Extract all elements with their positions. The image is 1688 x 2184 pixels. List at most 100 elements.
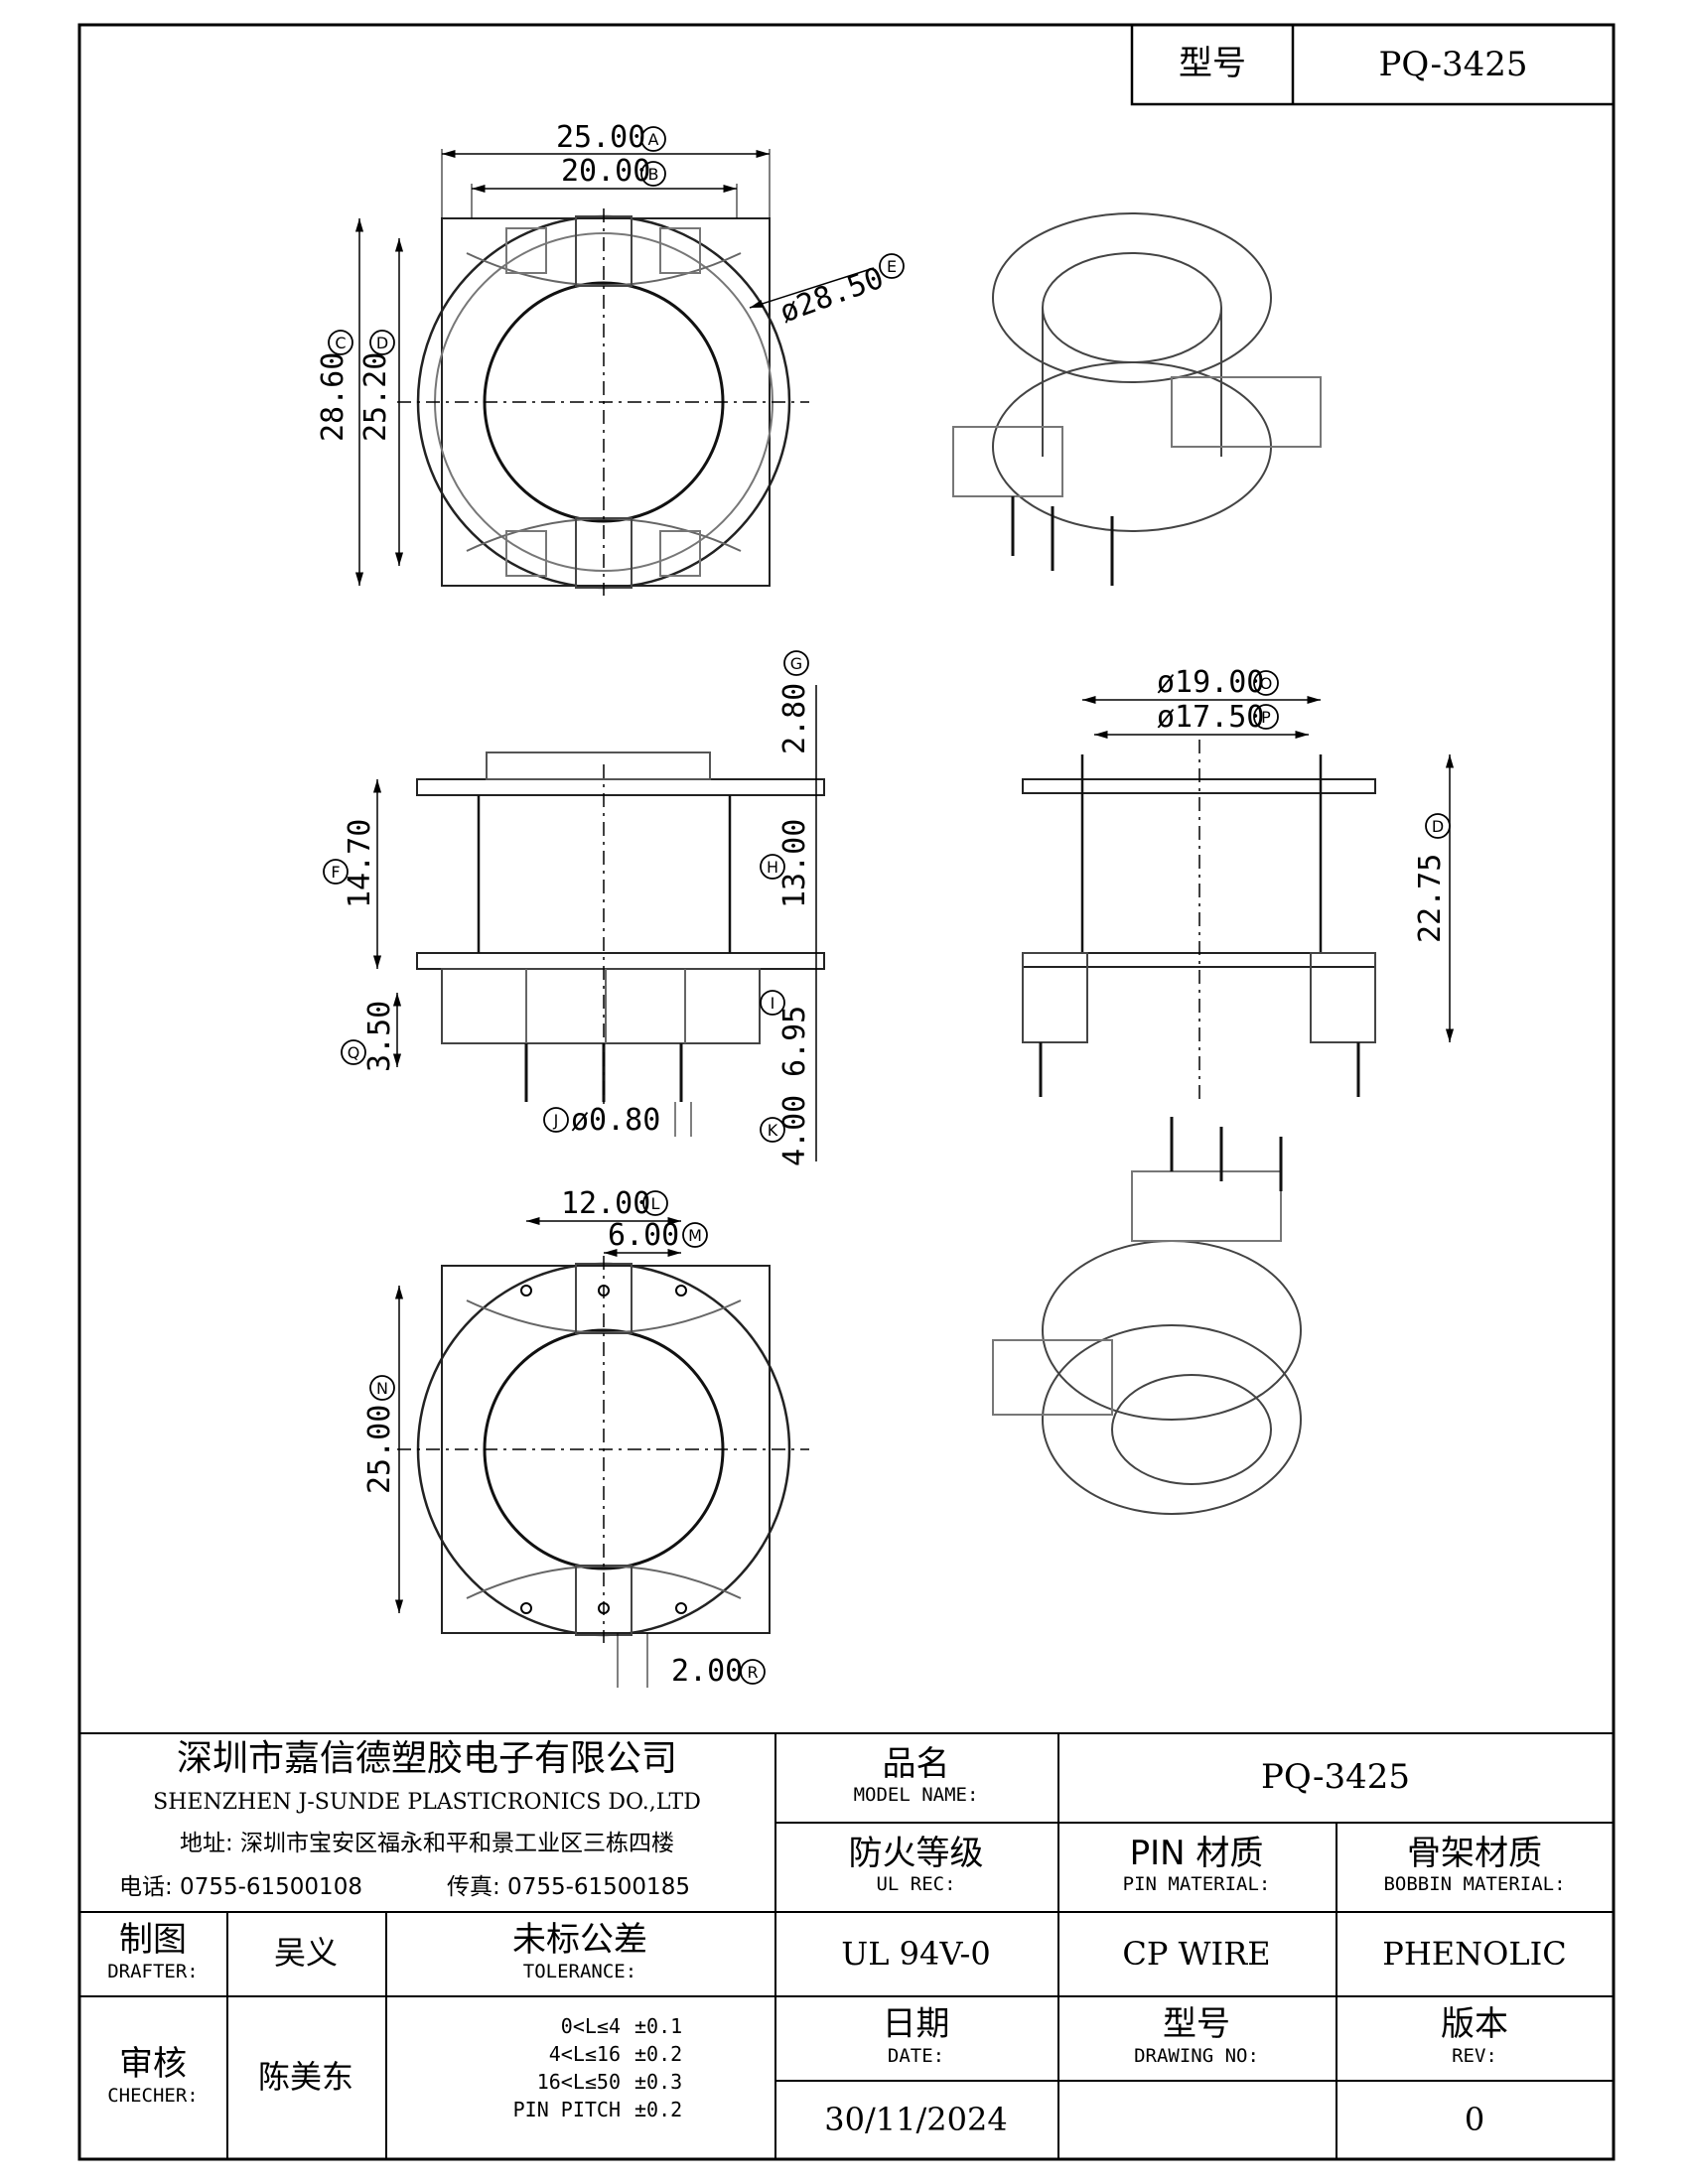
ul-cn: 防火等级 [848, 1833, 984, 1873]
tol-range-2: 16<L≤50 [536, 2070, 621, 2094]
svg-text:L: L [651, 1194, 660, 1213]
model-name-label-cell: 品名 MODEL NAME: [774, 1732, 1057, 1822]
company-name-en: SHENZHEN J-SUNDE PLASTICRONICS DO.,LTD [153, 1789, 701, 1815]
tol-value-1: ±0.2 [634, 2042, 683, 2066]
date-en: DATE: [887, 2044, 945, 2067]
svg-text:O: O [1260, 674, 1273, 693]
company-name-cn-cell: 深圳市嘉信德塑胶电子有限公司 [79, 1735, 774, 1783]
dim-f: 14.70 [343, 819, 377, 908]
svg-text:P: P [1261, 708, 1271, 727]
model-name-value-cell: PQ-3425 [1057, 1732, 1614, 1822]
header-model-value-cell: PQ-3425 [1293, 25, 1614, 104]
rev-cn: 版本 [1441, 2004, 1508, 2045]
pin-value: CP WIRE [1122, 1934, 1271, 1973]
rev-label-cell: 版本 REV: [1336, 1995, 1614, 2080]
svg-text:N: N [376, 1379, 388, 1398]
svg-text:D: D [376, 334, 388, 352]
tolerance-en: TOLERANCE: [522, 1960, 637, 1982]
header-model-label: 型号 [1179, 44, 1246, 84]
header-model-value: PQ-3425 [1378, 45, 1528, 84]
dim-e: ø28.50 [775, 261, 889, 331]
dim-a: 25.00 [556, 120, 645, 155]
top-view [354, 149, 875, 596]
drafter-en: DRAFTER: [107, 1960, 199, 1982]
company-phone-cell: 电话: 0755-61500108 [119, 1866, 437, 1910]
svg-text:C: C [335, 334, 346, 352]
svg-text:Q: Q [348, 1043, 360, 1062]
bobbin-cn: 骨架材质 [1407, 1833, 1542, 1873]
drafter-label-cell: 制图 DRAFTER: [79, 1911, 226, 1995]
pin-cn: PIN 材质 [1129, 1833, 1264, 1873]
drafter-value-cell: 吴义 [226, 1911, 385, 1995]
company-fax: 传真: 0755-61500185 [447, 1874, 690, 1901]
tol-value-0: ±0.1 [634, 2014, 683, 2038]
company-name-en-cell: SHENZHEN J-SUNDE PLASTICRONICS DO.,LTD [79, 1783, 774, 1821]
company-name-cn: 深圳市嘉信德塑胶电子有限公司 [176, 1738, 677, 1780]
front-view [1022, 695, 1455, 1102]
dim-g: 2.80 [777, 683, 812, 754]
callout-letters: A B C D E G F H I Q J K O P D L M N R [331, 130, 1444, 1682]
dim-b: 20.00 [561, 154, 650, 189]
svg-text:G: G [790, 654, 802, 673]
model-name-en: MODEL NAME: [853, 1784, 979, 1807]
bobbin-value: PHENOLIC [1382, 1934, 1567, 1973]
drafter-cn: 制图 [119, 1920, 187, 1961]
dim-h: 13.00 [777, 819, 812, 908]
tol-value-2: ±0.3 [634, 2070, 683, 2094]
date-value: 30/11/2024 [824, 2101, 1008, 2138]
dim-r: 2.00 [671, 1654, 743, 1689]
ul-value-cell: UL 94V-0 [774, 1911, 1057, 1995]
drawing-no-label-cell: 型号 DRAWING NO: [1057, 1995, 1336, 2080]
pin-en: PIN MATERIAL: [1122, 1873, 1271, 1896]
svg-text:F: F [331, 863, 340, 882]
bobbin-en: BOBBIN MATERIAL: [1383, 1873, 1566, 1896]
header-box [1130, 23, 1616, 106]
svg-text:H: H [767, 858, 778, 877]
drafter-value: 吴义 [273, 1933, 338, 1972]
date-value-cell: 30/11/2024 [774, 2080, 1057, 2159]
company-fax-cell: 传真: 0755-61500185 [447, 1866, 765, 1910]
svg-text:D: D [1432, 817, 1444, 836]
dim-d2: 22.75 [1413, 854, 1448, 943]
company-address-cell: 地址: 深圳市宝安区福永和平和景工业区三栋四楼 [79, 1823, 774, 1866]
drawing-no-en: DRAWING NO: [1134, 2044, 1259, 2067]
checker-cn: 审核 [119, 2044, 187, 2085]
checker-en: CHECHER: [107, 2084, 199, 2107]
ul-value: UL 94V-0 [841, 1934, 991, 1973]
svg-text:I: I [771, 994, 775, 1013]
dim-q: 3.50 [362, 1001, 397, 1072]
svg-text:R: R [747, 1663, 758, 1682]
isometric-view-top [952, 212, 1322, 586]
dim-n: 25.00 [362, 1405, 397, 1494]
svg-text:E: E [887, 257, 897, 276]
company-phone: 电话: 0755-61500108 [119, 1874, 362, 1901]
rev-value-cell: 0 [1336, 2080, 1614, 2159]
svg-text:K: K [768, 1121, 778, 1140]
dim-i: 6.95 [777, 1006, 812, 1077]
header-model-label-cell: 型号 [1132, 25, 1293, 104]
dim-j: ø0.80 [571, 1103, 660, 1138]
tol-range-1: 4<L≤16 [548, 2042, 621, 2066]
svg-text:J: J [553, 1111, 559, 1130]
drawing-no-value-cell [1057, 2080, 1336, 2159]
model-name-value: PQ-3425 [1260, 1757, 1410, 1797]
tol-range-0: 0<L≤4 [560, 2014, 621, 2038]
ul-en: UL REC: [876, 1873, 956, 1896]
svg-text:B: B [648, 165, 659, 184]
bobbin-value-cell: PHENOLIC [1336, 1911, 1614, 1995]
bobbin-label-cell: 骨架材质 BOBBIN MATERIAL: [1336, 1822, 1614, 1911]
bottom-view [394, 1216, 809, 1688]
svg-text:M: M [688, 1226, 702, 1245]
callout-circles [323, 126, 1451, 1685]
dim-k: 4.00 [777, 1095, 812, 1166]
date-label-cell: 日期 DATE: [774, 1995, 1057, 2080]
pin-value-cell: CP WIRE [1057, 1911, 1336, 1995]
tol-range-3: PIN PITCH [512, 2098, 621, 2121]
rev-en: REV: [1452, 2044, 1497, 2067]
tolerance-table: 0<L≤4 ±0.1 4<L≤16 ±0.2 16<L≤50 ±0.3 PIN … [385, 2005, 774, 2154]
model-name-cn: 品名 [882, 1743, 950, 1784]
checker-label-cell: 审核 CHECHER: [79, 1995, 226, 2159]
dim-c: 28.60 [316, 352, 351, 442]
tolerance-cn: 未标公差 [512, 1920, 647, 1961]
